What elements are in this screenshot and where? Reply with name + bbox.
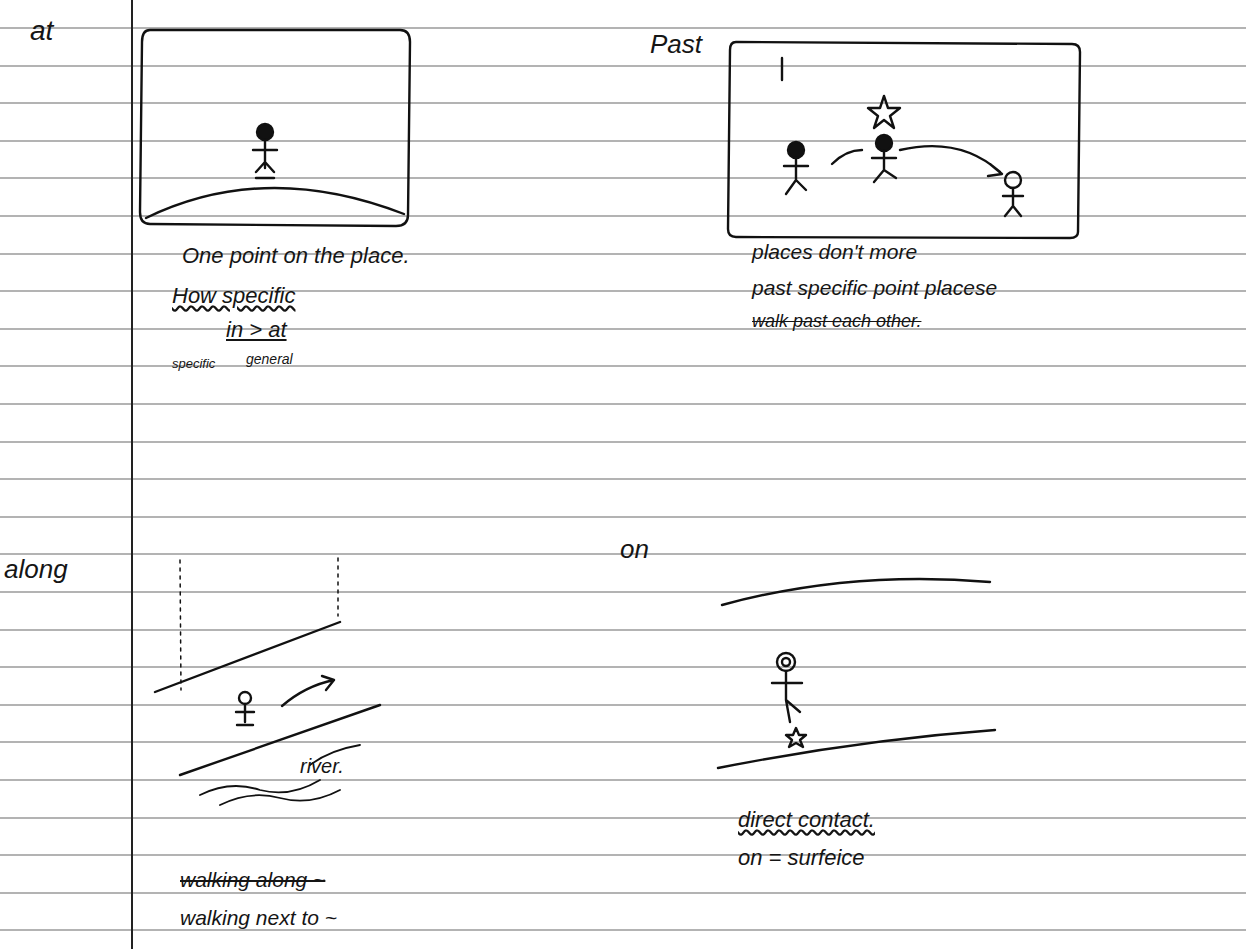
stick-figure (1003, 172, 1023, 216)
past-frame (728, 42, 1080, 238)
note-text: walk past each other. (752, 312, 921, 332)
note-text: walking along ~ (180, 868, 325, 891)
ruled-line (0, 817, 1246, 818)
stick-figure (772, 653, 802, 722)
small-note: general (246, 352, 293, 367)
ruled-line (0, 779, 1246, 780)
star-mark (868, 96, 900, 128)
star-mark (786, 728, 806, 747)
note-text: on = surfeice (738, 846, 865, 870)
ruled-lines (0, 28, 1246, 930)
road-edge (180, 705, 380, 775)
section-heading: along (4, 555, 68, 584)
at-frame (140, 30, 410, 226)
stick-figure (253, 124, 277, 178)
ruled-line (0, 403, 1246, 404)
section-heading: at (30, 16, 53, 47)
section-heading: on (620, 535, 649, 564)
ruled-line (0, 666, 1246, 667)
ruled-line (0, 704, 1246, 705)
ruled-line (0, 741, 1246, 742)
ruled-line (0, 516, 1246, 517)
dashed-guide (180, 558, 338, 690)
road-edge (155, 622, 340, 692)
note-text: past specific point placese (752, 276, 997, 299)
ground-arc (146, 188, 404, 218)
ruled-line (0, 140, 1246, 141)
note-text: in > at (226, 318, 287, 342)
stick-figure (872, 135, 896, 182)
ground-line (718, 730, 995, 768)
note-text: places don't more (752, 240, 917, 263)
ruled-line (0, 629, 1246, 630)
stick-figure (236, 692, 254, 725)
pen-mark (781, 58, 783, 80)
motion-arrow (282, 676, 334, 706)
note-text: One point on the place. (182, 244, 410, 268)
upper-line (722, 579, 990, 605)
note-heading: direct contact. (738, 808, 875, 832)
ruled-line (0, 102, 1246, 103)
ruled-line (0, 929, 1246, 930)
ruled-line (0, 65, 1246, 66)
motion-arrow (900, 146, 1002, 176)
ruled-line (0, 441, 1246, 442)
ruled-line (0, 854, 1246, 855)
ruled-line (0, 27, 1246, 28)
margin-line (131, 0, 133, 949)
drawing-label: river. (300, 755, 344, 777)
small-note: specific (172, 357, 215, 371)
ruled-line (0, 591, 1246, 592)
motion-arrow (832, 150, 862, 164)
ruled-line (0, 892, 1246, 893)
ruled-line (0, 177, 1246, 178)
stick-figure (784, 142, 808, 194)
note-heading: How specific (172, 284, 295, 308)
section-heading: Past (650, 30, 702, 59)
ruled-line (0, 328, 1246, 329)
note-text: walking next to ~ (180, 906, 337, 929)
ruled-line (0, 215, 1246, 216)
ruled-line (0, 478, 1246, 479)
river-waves (200, 745, 360, 805)
